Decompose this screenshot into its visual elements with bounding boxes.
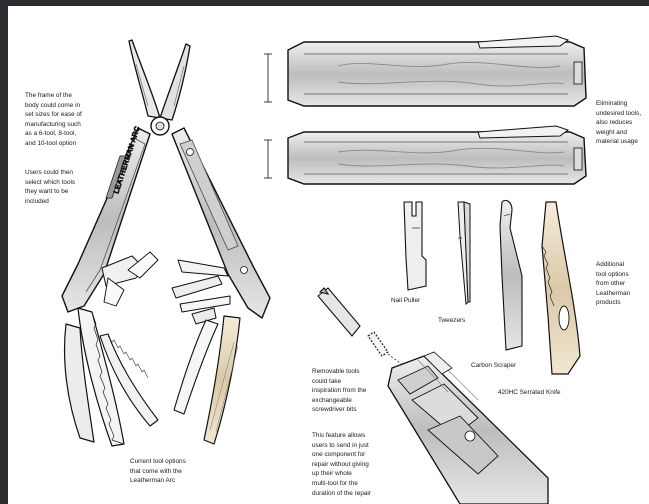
open-multitool-sketch: LEATHERMAN ARC xyxy=(62,40,270,446)
current-tools-note: Current tool options that come with the … xyxy=(130,457,186,486)
plier-jaw-right xyxy=(160,44,190,120)
send-in-repair-note: This feature allows users to send in jus… xyxy=(312,431,371,498)
closed-tool-bottom-view xyxy=(264,126,586,184)
handle-closeup-sketch xyxy=(388,352,548,504)
additional-tools-note: Additional tool options from other Leath… xyxy=(596,260,630,308)
carbon-scraper-sketch xyxy=(500,200,522,350)
sketch-sheet: LEATHERMAN ARC xyxy=(8,6,649,504)
sketch-drawing: LEATHERMAN ARC xyxy=(8,6,649,504)
frame-size-note: The frame of the body could come in set … xyxy=(25,91,82,149)
tweezers-label: Tweezers xyxy=(438,317,465,324)
carbon-scraper-label: Carbon Scraper xyxy=(471,362,516,369)
serrated-knife-label: 420HC Serrated Knife xyxy=(498,389,561,396)
plier-jaw-left xyxy=(129,40,160,118)
nail-puller-sketch xyxy=(404,202,426,290)
closed-tool-top-view xyxy=(264,36,586,106)
eliminating-tools-note: Eliminating undesired tools, also reduce… xyxy=(596,99,641,147)
nail-puller-label: Nail Puller xyxy=(391,297,420,304)
removable-tools-note: Removable tools could take inspiration f… xyxy=(312,367,366,415)
serrated-knife-sketch xyxy=(542,202,580,374)
tweezers-sketch xyxy=(458,202,470,304)
pocket-clip-bottom xyxy=(478,126,568,138)
pocket-clip-top xyxy=(478,36,568,48)
user-select-note: Users could then select which tools they… xyxy=(25,168,75,206)
screwdriver-tools xyxy=(178,260,228,276)
